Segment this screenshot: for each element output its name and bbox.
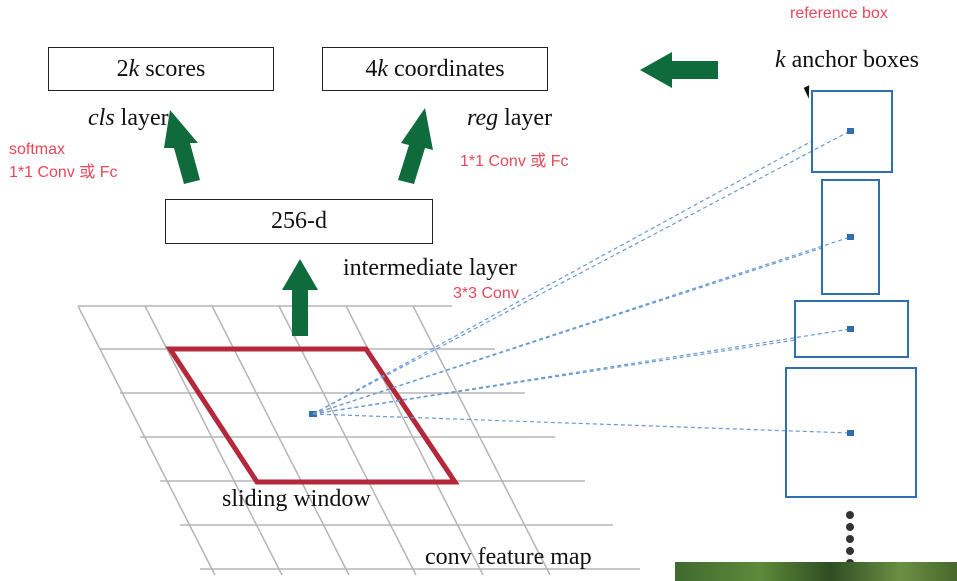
anchor-box-4 (785, 367, 917, 498)
more-anchors-dots (846, 511, 854, 567)
cls-layer-name: cls (88, 105, 115, 131)
anchor-box-3 (794, 300, 909, 358)
reg-layer-label: reg layer (467, 105, 552, 132)
intermediate-box: 256-d (165, 199, 433, 244)
cls-k-var: k (128, 55, 140, 82)
reg-layer-name: reg (467, 105, 499, 131)
anchor-boxes-title: k anchor boxes (775, 47, 919, 74)
reg-count: 4 (365, 55, 378, 82)
cls-op-note: 1*1 Conv 或 Fc (9, 164, 118, 181)
green-arrows (164, 52, 718, 336)
arrow-up-reg (398, 108, 433, 184)
cls-layer-label: cls layer (88, 105, 169, 132)
sliding-window-label: sliding window (222, 486, 371, 512)
cls-layer-suffix: layer (114, 105, 169, 131)
feature-map-grid (77, 305, 640, 576)
anchor-box-1 (811, 90, 893, 173)
reference-box-note: reference box (790, 5, 888, 22)
intermediate-box-label: 256-d (271, 208, 327, 234)
anchor-centers (847, 128, 854, 436)
anchor-title-text: anchor boxes (785, 47, 919, 73)
anchor-boxes (785, 90, 917, 498)
arrow-left-anchors (640, 52, 718, 88)
reg-k-var: k (377, 55, 389, 82)
reg-layer-suffix: layer (498, 105, 553, 131)
anchor-projection-lines (312, 130, 851, 434)
intermediate-layer-label: intermediate layer (343, 255, 517, 281)
softmax-note: softmax (9, 141, 66, 158)
photo-thumbnail-strip (675, 562, 957, 581)
anchor-box-2 (821, 179, 880, 295)
arrow-up-cls (164, 110, 200, 184)
reg-op-note: 1*1 Conv 或 Fc (460, 153, 569, 170)
sliding-window (165, 346, 460, 485)
arrow-up-intermediate (282, 259, 318, 336)
cls-count: 2 (116, 55, 129, 82)
anchor-k-var: k (775, 47, 786, 73)
conv-feature-map-label: conv feature map (425, 544, 592, 570)
intermediate-op-note: 3*3 Conv (453, 285, 519, 302)
reg-coordinates-text: coordinates (388, 55, 505, 82)
cls-scores-text: scores (139, 55, 206, 82)
